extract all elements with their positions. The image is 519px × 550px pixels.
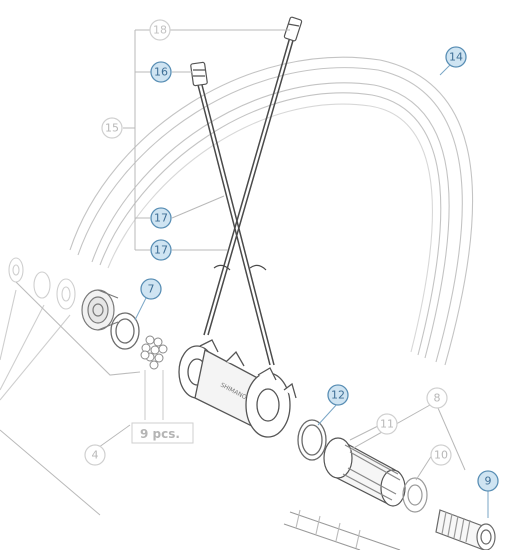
spoke-breaks [213, 264, 267, 271]
callout-17-lower: 17 [150, 239, 172, 261]
washer-10 [402, 477, 428, 513]
freehub-body [323, 437, 406, 507]
callout-17-upper: 17 [150, 207, 172, 229]
axle-cone-9 [435, 509, 496, 550]
spoke-nipple-16 [190, 61, 208, 87]
leader-lines [0, 29, 466, 516]
svg-text:4: 4 [92, 449, 99, 462]
callout-18: 18 [149, 19, 171, 41]
svg-text:7: 7 [148, 283, 155, 296]
svg-text:17: 17 [154, 244, 168, 257]
pieces-label-box [131, 422, 194, 444]
ball-bearings [140, 335, 168, 370]
left-faded-parts [0, 257, 141, 401]
spokes [197, 29, 297, 366]
svg-text:16: 16 [154, 66, 168, 79]
callout-4: 4 [84, 444, 106, 466]
callout-8: 8 [426, 387, 448, 409]
hub-body [178, 339, 297, 438]
callout-16: 16 [150, 61, 172, 83]
seal-12 [297, 419, 327, 461]
svg-text:11: 11 [380, 418, 394, 431]
svg-text:9: 9 [485, 475, 492, 488]
callout-11: 11 [376, 413, 398, 435]
callout-14: 14 [445, 46, 467, 68]
axle-rod [283, 509, 401, 550]
callout-9: 9 [477, 470, 499, 492]
balls-leader [144, 370, 164, 420]
svg-text:14: 14 [449, 51, 463, 64]
bearing-cup [81, 289, 119, 331]
svg-text:15: 15 [105, 122, 119, 135]
svg-text:18: 18 [153, 24, 167, 37]
pieces-label: 9 pcs. [140, 427, 180, 441]
callout-15: 15 [101, 117, 123, 139]
washer-7 [110, 312, 140, 350]
svg-text:12: 12 [331, 389, 345, 402]
callout-7: 7 [140, 278, 162, 300]
callout-12: 12 [327, 384, 349, 406]
callout-10: 10 [430, 444, 452, 466]
svg-text:17: 17 [154, 212, 168, 225]
spoke-nipple-18 [283, 16, 303, 42]
svg-text:8: 8 [434, 392, 441, 405]
svg-text:10: 10 [434, 449, 448, 462]
rim [69, 56, 474, 366]
